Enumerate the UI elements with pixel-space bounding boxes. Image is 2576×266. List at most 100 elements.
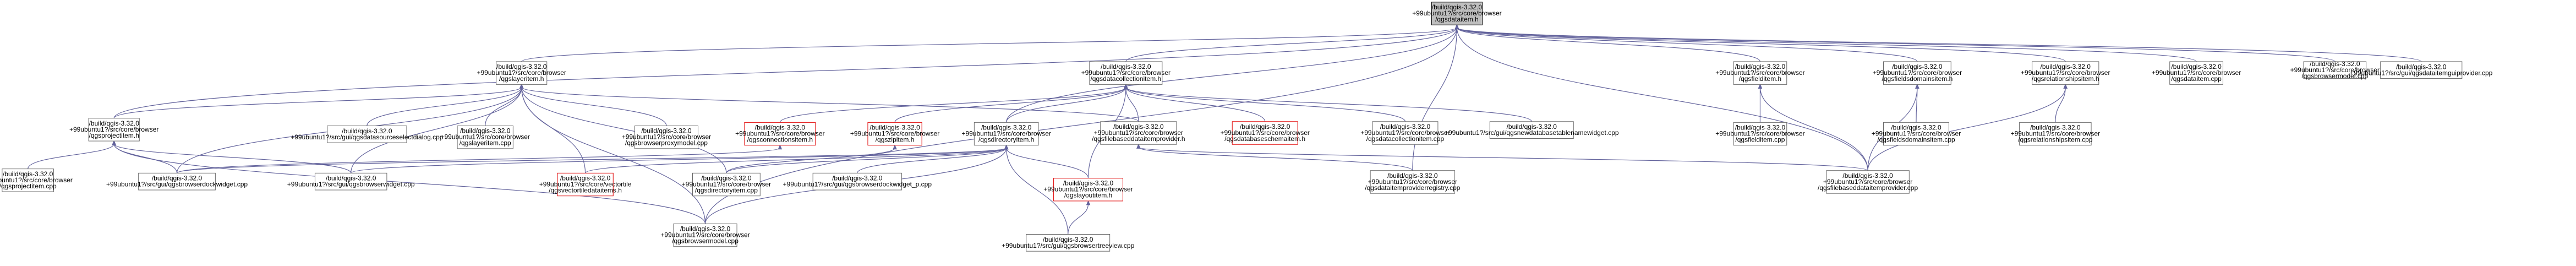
include-edge [1456,28,1868,171]
include-edge [113,86,522,119]
graph-root-node: /build/qgis-3.32.0+99ubuntu1?/src/core/b… [1412,2,1502,25]
node-label-line: /build/qgis-3.32.0 [1891,124,1941,132]
node-box [1372,121,1439,145]
node-label-line: /qgsbrowsermodel.cpp [2301,72,2368,80]
include-edge [1125,87,1139,122]
graph-file-node[interactable]: /build/qgis-3.32.0+99ubuntu1?/src/core/b… [1220,121,1310,145]
node-label-line: +99ubuntu1?/src/core/browser [2290,66,2380,74]
graph-file-node[interactable]: /build/qgis-3.32.0+99ubuntu1?/src/core/b… [1873,61,1962,85]
graph-file-node[interactable]: /build/qgis-3.32.0+99ubuntu1?/src/gui/qg… [783,172,932,191]
node-label-line: /build/qgis-3.32.0 [1380,123,1431,131]
node-label-line: +99ubuntu1?/src/core/browser [2152,69,2241,77]
graph-file-node[interactable]: /build/qgis-3.32.0+99ubuntu1?/src/gui/qg… [2350,61,2493,79]
edge-arrowhead [1086,200,1091,205]
graph-file-node[interactable]: /build/qgis-3.32.0+99ubuntu1?/src/core/b… [1092,121,1185,145]
graph-file-node[interactable]: /build/qgis-3.32.0+99ubuntu1?/src/gui/qg… [287,172,415,191]
node-label-line: +99ubuntu1?/src/core/browser [622,133,711,141]
graph-file-node[interactable]: /build/qgis-3.32.0+99ubuntu1?/src/gui/qg… [291,125,444,143]
node-box [2019,122,2092,146]
node-label-line: /build/qgis-3.32.0 [701,175,752,182]
include-edge [28,143,114,169]
graph-file-node[interactable]: /build/qgis-3.32.0+99ubuntu1?/src/core/b… [660,223,750,247]
include-edge [726,148,895,173]
node-box [496,61,548,85]
node-box [2380,61,2463,79]
node-label-line: /build/qgis-3.32.0 [680,225,731,233]
graph-file-node[interactable]: /build/qgis-3.32.0+99ubuntu1?/src/core/b… [1365,170,1461,194]
graph-file-node[interactable]: /build/qgis-3.32.0+99ubuntu1?/src/core/b… [850,122,939,146]
graph-file-node[interactable]: /build/qgis-3.32.0+99ubuntu1?/src/core/b… [1715,122,1805,146]
include-edge [113,143,352,173]
node-label-line: /build/qgis-3.32.0 [2396,63,2447,70]
graph-file-node[interactable]: /build/qgis-3.32.0+99ubuntu1?/src/core/b… [2011,122,2100,146]
include-edge [584,148,1007,173]
node-label-line: /build/qgis-3.32.0 [3,170,53,178]
node-label-line: /qgsfilebaseddataitemprovider.h [1092,135,1185,143]
node-label-line: +99ubuntu1?/src/core/browser [1823,178,1912,186]
node-label-line: +99ubuntu1?/src/core/browser [1220,129,1309,137]
graph-file-node[interactable]: /build/qgis-3.32.0+99ubuntu1?/src/core/b… [1043,178,1133,202]
include-edge [1456,27,2197,62]
node-label-line: +99ubuntu1?/src/core/browser [850,130,939,138]
edge-arrowhead [1124,84,1128,89]
node-label-line: /build/qgis-3.32.0 [89,120,139,127]
graph-file-node[interactable]: /build/qgis-3.32.0+99ubuntu1?/src/core/b… [961,122,1051,146]
graph-file-node[interactable]: /build/qgis-3.32.0+99ubuntu1?/src/core/b… [2152,61,2241,85]
graph-file-node[interactable]: /build/qgis-3.32.0+99ubuntu1?/src/core/v… [539,172,632,197]
graph-file-node[interactable]: /build/qgis-3.32.0+99ubuntu1?/src/core/b… [1872,122,1961,146]
graph-file-node[interactable]: /build/qgis-3.32.0+99ubuntu1?/src/core/b… [477,61,566,85]
graph-file-node[interactable]: /build/qgis-3.32.0+99ubuntu1?/src/gui/qg… [1445,121,1619,139]
node-label-line: +99ubuntu1?/src/core/browser [2011,130,2100,138]
graph-file-node[interactable]: /build/qgis-3.32.0+99ubuntu1?/src/core/b… [2021,61,2110,85]
graph-file-node[interactable]: /build/qgis-3.32.0+99ubuntu1?/src/core/b… [1818,170,1918,194]
node-label-line: /build/qgis-3.32.0 [496,63,547,70]
node-box [1733,61,1787,85]
node-label-line: /qgsdataitemproviderregistry.cpp [1365,184,1461,192]
graph-file-node[interactable]: /build/qgis-3.32.0+99ubuntu1?/src/core/b… [440,125,530,149]
include-edge [1125,87,1266,122]
node-box [2032,61,2099,85]
graph-file-node[interactable]: /build/qgis-3.32.0+99ubuntu1?/src/core/b… [1360,121,1450,145]
node-label-line: /build/qgis-3.32.0 [869,124,920,132]
edge-arrowhead [1004,144,1009,150]
include-edge [1068,203,1089,235]
node-box [88,118,140,142]
graph-file-node[interactable]: /build/qgis-3.32.0+99ubuntu1?/src/core/b… [1081,61,1171,85]
node-box [1733,122,1787,146]
graph-file-node[interactable]: /build/qgis-3.32.0+99ubuntu1?/src/core/b… [622,125,711,149]
node-label-line: /build/qgis-3.32.0 [1735,63,1786,70]
node-label-line: +99ubuntu1?/src/gui/qgsbrowsertreeview.c… [1002,242,1134,249]
node-label-line: +99ubuntu1?/src/core/browser [69,126,158,133]
node-label-line: /build/qgis-3.32.0 [1507,123,1557,131]
node-label-line: /build/qgis-3.32.0 [641,127,692,135]
graph-file-node[interactable]: /build/qgis-3.32.0+99ubuntu1?/src/core/b… [682,172,771,197]
include-edge [351,87,522,173]
node-label-line: +99ubuntu1?/src/core/browser [1715,69,1804,77]
node-label-line: +99ubuntu1?/src/core/browser [1873,69,1962,77]
include-edge [1456,27,2422,62]
include-edge [1006,28,1458,123]
graph-file-node[interactable]: /build/qgis-3.32.0+99ubuntu1?/src/gui/qg… [106,172,248,191]
graph-file-node[interactable]: /build/qgis-3.32.0+99ubuntu1?/src/core/b… [0,169,73,192]
include-edge [1125,27,1458,62]
node-box [1883,61,1951,85]
graph-file-node[interactable]: /build/qgis-3.32.0+99ubuntu1?/src/core/b… [735,122,825,146]
graph-file-node[interactable]: /build/qgis-3.32.0+99ubuntu1?/src/core/b… [69,118,158,142]
node-label-line: /build/qgis-3.32.0 [981,124,1032,132]
node-label-line: +99ubuntu1?/src/gui/qgsnewdatabasetablen… [1445,129,1619,137]
graph-file-node[interactable]: /build/qgis-3.32.0+99ubuntu1?/src/core/b… [2290,60,2380,80]
node-label-line: /qgsdatacollectionitem.h [1090,75,1161,83]
node-label-line: /qgsvectortiledataitems.h [549,187,622,194]
node-layer: /build/qgis-3.32.0+99ubuntu1?/src/core/b… [0,2,2493,252]
node-label-line: /build/qgis-3.32.0 [832,175,883,182]
include-edge [1006,148,1069,235]
include-edge [1456,27,1761,62]
edge-arrowhead [2063,84,2068,89]
include-edge [1138,146,1413,171]
include-edge [176,148,780,173]
node-label-line: +99ubuntu1?/src/core/browser [440,133,529,141]
include-edge [521,87,667,126]
node-box [2,169,54,192]
graph-file-node[interactable]: /build/qgis-3.32.0+99ubuntu1?/src/core/b… [1715,61,1805,85]
graph-file-node[interactable]: /build/qgis-3.32.0+99ubuntu1?/src/gui/qg… [1002,234,1135,252]
